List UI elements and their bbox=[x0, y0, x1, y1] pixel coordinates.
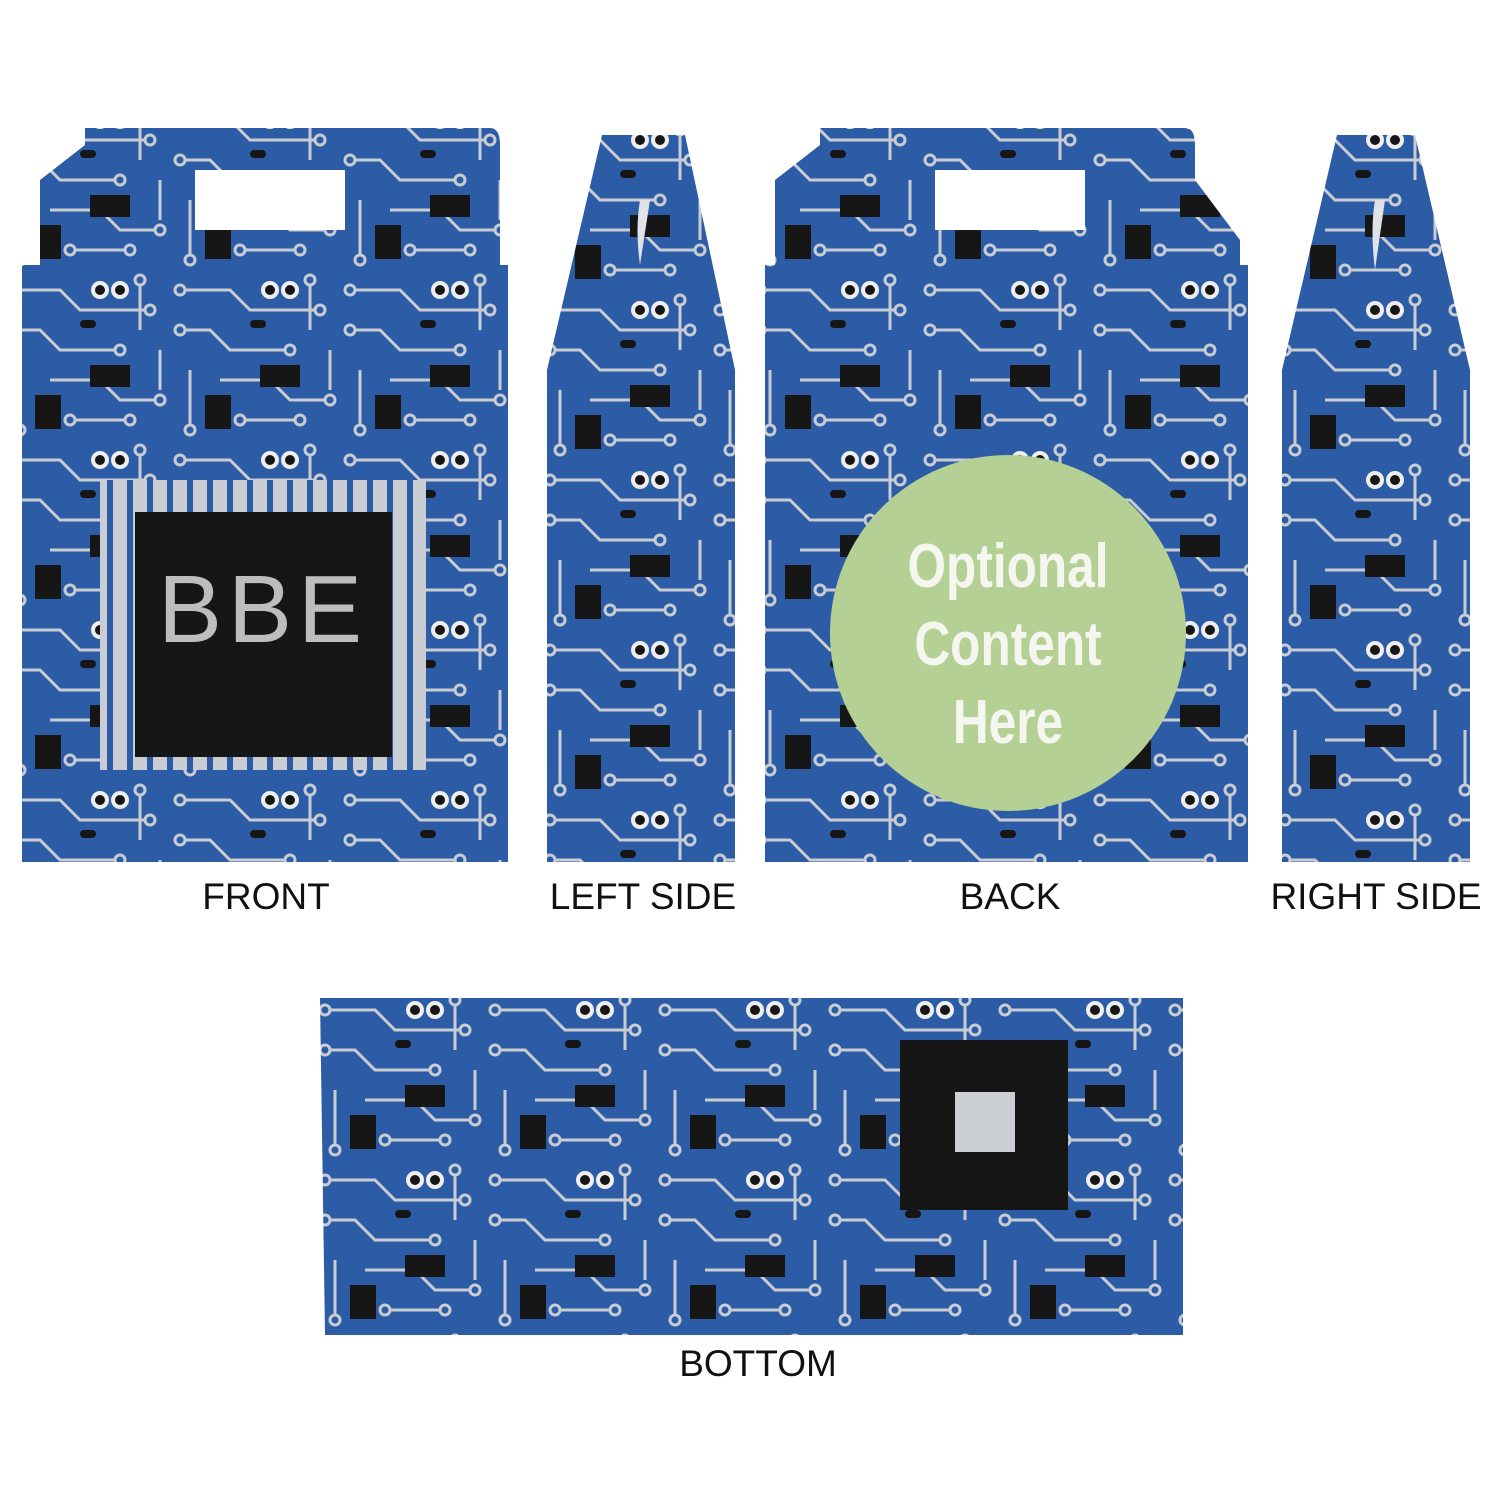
bottom-chip bbox=[900, 1040, 1068, 1210]
optional-content-badge bbox=[830, 455, 1186, 811]
back-label: BACK bbox=[959, 876, 1061, 917]
badge-line-1: Optional bbox=[907, 531, 1108, 601]
front-chip bbox=[100, 480, 426, 770]
right-fold bbox=[1372, 200, 1385, 270]
left-side-label: LEFT SIDE bbox=[549, 876, 737, 917]
left-side-shape bbox=[547, 135, 735, 862]
front-panel: BBE bbox=[22, 128, 508, 862]
front-monogram: BBE bbox=[158, 556, 368, 663]
right-side-panel bbox=[1282, 135, 1470, 862]
front-label: FRONT bbox=[202, 876, 330, 917]
right-side-label: RIGHT SIDE bbox=[1270, 876, 1482, 917]
badge-line-2: Content bbox=[914, 609, 1101, 679]
badge-line-3: Here bbox=[953, 687, 1063, 757]
bottom-label: BOTTOM bbox=[679, 1343, 837, 1384]
back-panel: Optional Content Here bbox=[765, 128, 1248, 862]
right-side-shape bbox=[1282, 135, 1470, 862]
bottom-panel bbox=[320, 998, 1183, 1335]
left-fold bbox=[637, 200, 650, 265]
left-side-panel bbox=[547, 135, 735, 862]
